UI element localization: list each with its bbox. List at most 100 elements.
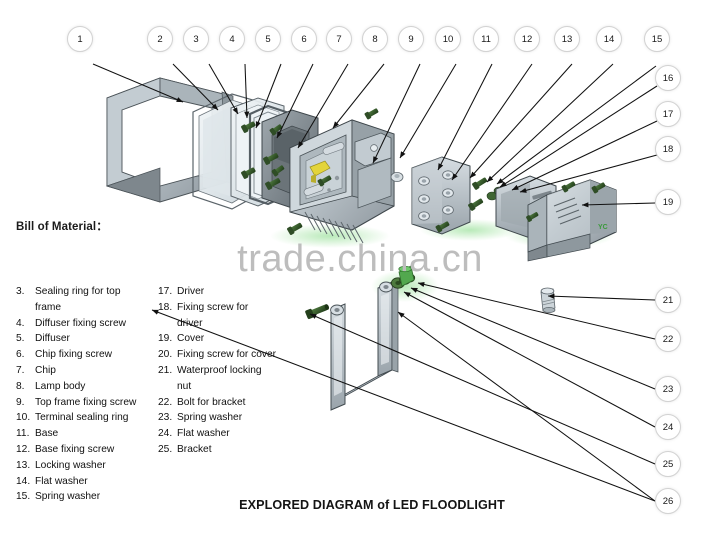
bom-item-label-continued: nut	[177, 380, 192, 392]
bom-item-number: 9.	[16, 396, 25, 408]
part-cover	[526, 179, 617, 262]
callout-bubble-16: 16	[655, 65, 681, 91]
leader-line	[519, 154, 658, 193]
callout-bubble-12: 12	[514, 26, 540, 52]
leader-line	[399, 63, 457, 159]
callout-bubble-6: 6	[291, 26, 317, 52]
leader-line	[469, 63, 573, 179]
part-terminal-posts	[303, 142, 345, 196]
bom-item-label: Flat washer	[177, 428, 230, 440]
bom-item-number: 18.	[158, 301, 173, 313]
bom-title: Bill of Material：	[16, 221, 108, 233]
leader-lines	[92, 63, 658, 502]
bom-item: 6. Chip fixing screw	[16, 347, 150, 363]
part-led-chip	[309, 160, 331, 183]
bom-item-label: Sealing ring for top	[35, 286, 121, 297]
callout-bubble-7: 7	[326, 26, 352, 52]
leader-line	[581, 202, 656, 208]
leader-line	[417, 281, 656, 340]
bom-item: 17. Driver	[158, 284, 292, 300]
callout-bubble-17: 17	[655, 101, 681, 127]
leader-line	[172, 63, 219, 111]
callout-bubble-18: 18	[655, 136, 681, 162]
leader-line	[403, 291, 656, 428]
bom-item: 13.Locking washer	[16, 458, 150, 474]
bom-item: 23. Spring washer	[158, 410, 292, 426]
callout-bubble-19: 19	[655, 189, 681, 215]
bom-item-number: 6.	[16, 349, 25, 361]
bom-item-number: 19.	[158, 333, 173, 345]
bom-item-label: Driver	[177, 286, 205, 297]
bom-item-label: Diffuser fixing screw	[35, 317, 126, 329]
bom-item-number: 15.	[16, 491, 31, 503]
bom-item-number: 3.	[16, 286, 25, 297]
callout-bubble-14: 14	[596, 26, 622, 52]
bom-redaction-overlay	[32, 454, 310, 502]
callout-bubble-4: 4	[219, 26, 245, 52]
bom-item-number: 4.	[16, 317, 25, 329]
part-base-plate	[411, 156, 471, 235]
callout-bubble-9: 9	[398, 26, 424, 52]
bom-item-number: 17.	[158, 286, 173, 297]
bom-item-label: Terminal sealing ring	[35, 412, 129, 424]
bom-item: 5.Diffuser	[16, 331, 150, 347]
page-title: EXPLORED DIAGRAM of LED FLOODLIGHT	[0, 498, 720, 512]
bom-item-label: Top frame fixing screw	[35, 396, 137, 408]
bom-item: 25.Bracket	[158, 442, 292, 458]
bom-item-number: 24.	[158, 428, 173, 440]
part-loose-screws-left	[269, 124, 285, 177]
leader-line	[547, 293, 656, 301]
leader-line	[372, 63, 421, 164]
leader-line	[332, 63, 385, 129]
bom-item-number: 14.	[16, 475, 31, 487]
bom-item-number: 10.	[16, 412, 31, 424]
bom-item-label: Fixing screw for cover	[177, 349, 277, 361]
bom-item: 18.Fixing screw for	[158, 300, 292, 316]
bom-item-label: Diffuser	[35, 333, 70, 345]
leader-line	[309, 313, 656, 465]
leader-line	[244, 63, 250, 119]
part-bracket	[330, 281, 399, 411]
bom-item: 15. Spring washer	[16, 489, 150, 505]
bom-item: 22. Bolt for bracket	[158, 395, 292, 411]
bom-item-label: Spring washer	[177, 412, 243, 424]
leader-line	[410, 287, 656, 390]
bom-item-label: Waterproof locking	[177, 364, 262, 376]
callout-bubble-5: 5	[255, 26, 281, 52]
bom-item-label: Base	[35, 428, 59, 440]
bom-item-number: 22.	[158, 396, 173, 408]
bom-item-label: Locking washer	[35, 459, 106, 471]
bom-item: 7.Chip	[16, 363, 150, 379]
bom-item-number: 8.	[16, 380, 25, 392]
bom-item-label: Spring washer	[35, 491, 101, 503]
bom-item-number: 20.	[158, 349, 173, 361]
callout-bubble-1: 1	[67, 26, 93, 52]
leader-line	[451, 63, 533, 181]
bom-item: 9. Top frame fixing screw	[16, 395, 150, 411]
part-waterproof-locking-nut	[540, 287, 556, 313]
leader-line	[208, 63, 239, 115]
bom-item-label: Chip fixing screw	[35, 349, 112, 361]
leader-line	[276, 63, 314, 139]
leader-line	[255, 63, 282, 129]
callout-bubble-11: 11	[473, 26, 499, 52]
bom-item: 21.Waterproof locking	[158, 363, 292, 379]
callout-bubble-25: 25	[655, 451, 681, 477]
part-lamp-body	[287, 108, 395, 244]
callout-bubble-21: 21	[655, 287, 681, 313]
callout-bubble-15: 15	[644, 26, 670, 52]
bom-item-label: Bolt for bracket	[177, 396, 246, 408]
bom-item-number: 12.	[16, 443, 31, 455]
page-title-text: EXPLORED DIAGRAM of LED FLOODLIGHT	[239, 498, 505, 512]
bom-item-number: 23.	[158, 412, 173, 424]
bom-item: 20. Fixing screw for cover	[158, 347, 292, 363]
bom-item: 12.Base fixing screw	[16, 442, 150, 458]
leader-line	[511, 120, 658, 191]
callout-bubble-24: 24	[655, 414, 681, 440]
part-diffuser-fixing-screws	[241, 121, 281, 190]
bom-item-label: Lamp body	[35, 380, 86, 392]
